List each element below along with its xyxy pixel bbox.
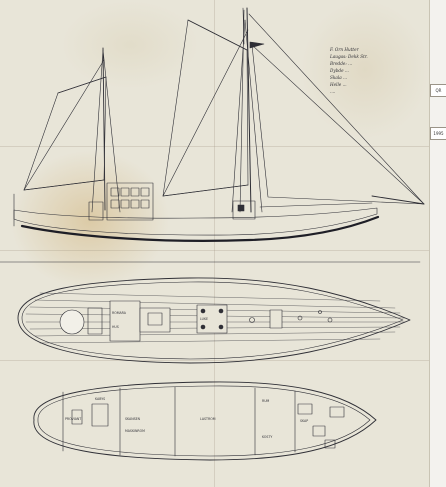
title-line: Skala ... bbox=[330, 75, 348, 80]
deck-plan bbox=[17, 277, 411, 364]
title-block: F. Orn Hutter Laugas: Dekk Str. Bredde: … bbox=[330, 46, 425, 95]
hold-label: MASKINROM bbox=[125, 429, 145, 433]
title-line: .... bbox=[330, 89, 336, 94]
deckhouse bbox=[106, 182, 154, 221]
hold-label: LASTROM bbox=[200, 417, 216, 421]
ship-drawing: ROMARA HUS LUKE PROVIANT KABYS SKANSEN M… bbox=[0, 7, 425, 461]
margin-tag: QR bbox=[430, 84, 446, 97]
deck-labels: ROMARA HUS LUKE bbox=[112, 311, 208, 329]
title-line: F. Orn Hutter bbox=[330, 47, 359, 52]
hold-label: KOSTY bbox=[262, 435, 272, 439]
fold-line bbox=[214, 0, 215, 487]
hold-label: SKAP bbox=[300, 419, 308, 423]
hold-label: SKANSEN bbox=[125, 417, 141, 421]
deck-label: ROMARA bbox=[112, 311, 127, 315]
hold-plan bbox=[33, 381, 377, 461]
hold-labels: PROVIANT KABYS SKANSEN MASKINROM LASTROM… bbox=[65, 397, 308, 439]
hold-label: RUM bbox=[262, 399, 270, 403]
deck-label: HUS bbox=[112, 325, 119, 329]
mainmast bbox=[246, 7, 252, 213]
bowsprit bbox=[371, 195, 425, 205]
title-line: Laugas: Dekk Str. bbox=[330, 54, 368, 59]
fold-line bbox=[0, 250, 429, 251]
hull-band bbox=[20, 215, 380, 242]
title-line: Dybde ... bbox=[330, 68, 349, 73]
foremast bbox=[102, 47, 106, 211]
hull-side bbox=[13, 207, 378, 236]
title-line: Bredde: ... bbox=[330, 61, 353, 66]
scan-margin bbox=[429, 0, 446, 487]
hold-label: PROVIANT bbox=[65, 417, 81, 421]
deck-label: LUKE bbox=[200, 317, 208, 321]
paper bbox=[0, 0, 429, 487]
fold-line bbox=[0, 146, 429, 147]
margin-tag: 1995 bbox=[430, 127, 446, 140]
side-elevation bbox=[0, 7, 425, 263]
fold-line bbox=[0, 360, 429, 361]
title-line: Helle ... bbox=[330, 82, 347, 87]
hold-label: KABYS bbox=[95, 397, 105, 401]
